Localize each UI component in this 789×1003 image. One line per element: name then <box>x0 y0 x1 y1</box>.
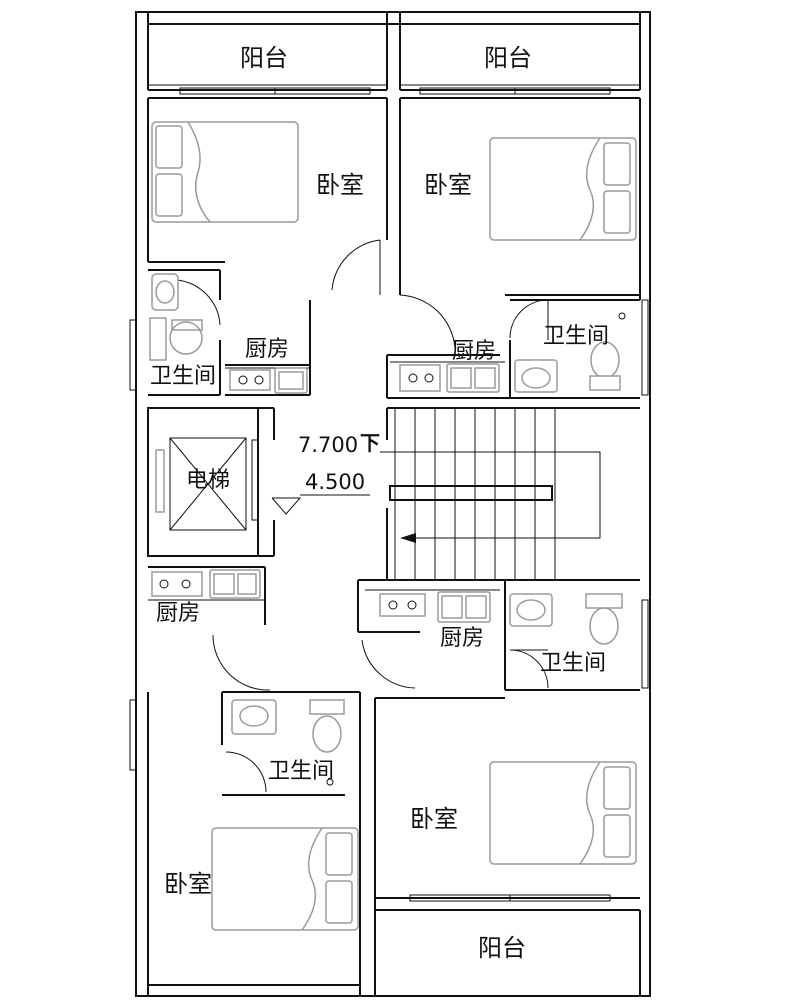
bedroom-top-left: 卧室 <box>147 97 388 295</box>
bed <box>489 137 637 241</box>
bathroom-label: 卫生间 <box>543 324 609 349</box>
kitchen-mid-right: 厨房 <box>357 579 640 689</box>
kitchen-label: 厨房 <box>156 601 200 626</box>
balcony-label: 阳台 <box>240 44 288 72</box>
kitchen-top-left: 厨房 <box>225 300 311 396</box>
bathroom-label: 卫生间 <box>540 651 606 676</box>
sliding-doors-top <box>179 87 611 95</box>
bathroom-label: 卫生间 <box>150 364 216 389</box>
bedroom-bottom-left: 卧室 <box>147 692 361 996</box>
elevator-shaft: 电梯 <box>147 407 275 557</box>
stair-direction: 下 <box>360 431 380 455</box>
kitchen-top-right: 厨房 <box>386 339 510 399</box>
balcony-label: 阳台 <box>478 934 526 962</box>
bedroom-label: 卧室 <box>424 171 472 199</box>
balcony-label: 阳台 <box>484 44 532 72</box>
kitchen-label: 厨房 <box>452 339 496 364</box>
bedroom-top-right: 卧室 <box>399 97 641 349</box>
bed <box>151 121 299 223</box>
stair-elevation-lower: 4.500 <box>305 470 365 494</box>
stair-elevation-upper: 7.700 <box>298 433 358 457</box>
exterior-walls <box>135 11 651 997</box>
bed <box>489 761 637 865</box>
kitchen-label: 厨房 <box>245 337 289 362</box>
balcony-top-right: 阳台 <box>400 44 640 91</box>
balcony-top-left: 阳台 <box>148 44 387 91</box>
bathroom-label: 卫生间 <box>268 759 334 784</box>
bathroom-top-right: 卫生间 <box>509 299 640 399</box>
bathroom-mid-right: 卫生间 <box>504 580 640 691</box>
bedroom-label: 卧室 <box>410 805 458 833</box>
window-right-top <box>129 299 649 396</box>
bathroom-bottom-left: 卫生间 <box>221 691 361 810</box>
bed <box>211 827 359 931</box>
staircase: 7.700 下 4.500 <box>271 407 640 580</box>
elevator-label: 电梯 <box>186 468 230 493</box>
kitchen-mid-left: 厨房 <box>148 566 271 691</box>
bedroom-label: 卧室 <box>164 870 212 898</box>
balcony-bottom: 阳台 <box>375 894 641 996</box>
bedroom-label: 卧室 <box>316 171 364 199</box>
kitchen-label: 厨房 <box>440 626 484 651</box>
bathroom-top-left: 卫生间 <box>148 269 221 396</box>
window-right-mid <box>641 599 649 689</box>
window-left-bottom <box>129 699 137 771</box>
bedroom-bottom-right: 卧室 <box>374 697 640 996</box>
